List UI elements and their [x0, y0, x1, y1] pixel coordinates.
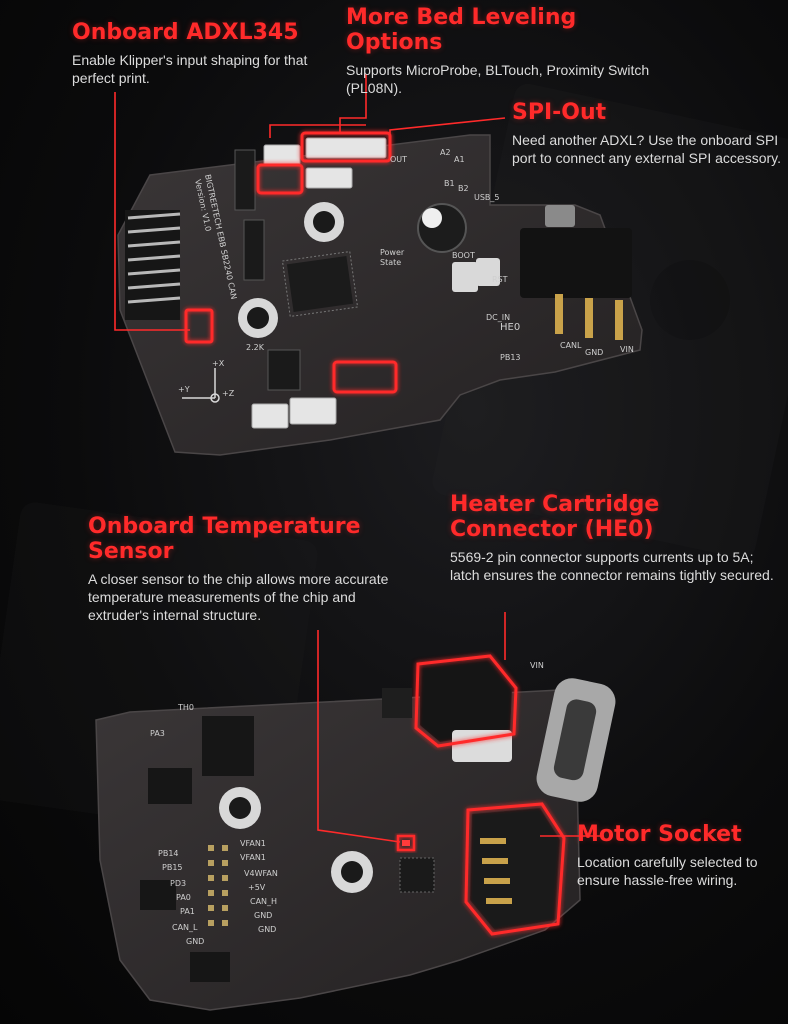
silk-label: A2: [440, 148, 451, 157]
callout-heater-connector: Heater Cartridge Connector (HE0) 5569-2 …: [450, 492, 780, 584]
silk-label: HE0: [500, 322, 520, 333]
callout-title: Onboard Temperature Sensor: [88, 514, 361, 564]
driver-chip: [202, 716, 254, 776]
silk-label: VFAN1: [240, 853, 266, 862]
callout-description: Location carefully selected to ensure ha…: [577, 854, 758, 888]
callout-title: SPI-Out: [512, 100, 607, 125]
silk-label: GND: [258, 925, 276, 934]
highlight-adxl-chip: [184, 308, 214, 344]
capacitor: [417, 203, 467, 253]
controller-chip: [399, 857, 435, 893]
silk-label: +X: [212, 359, 225, 368]
mosfet: [382, 688, 412, 718]
silk-label: VIN: [530, 661, 544, 670]
callout-title: Heater Cartridge Connector (HE0): [450, 492, 660, 542]
callout-temperature-sensor: Onboard Temperature Sensor A closer sens…: [88, 514, 408, 624]
reset-button: [476, 258, 500, 286]
silk-label: V4WFAN: [244, 869, 278, 878]
silk-label: OUT: [390, 155, 407, 164]
callout-description: Supports MicroProbe, BLTouch, Proximity …: [346, 62, 650, 96]
highlight-motor-socket: [464, 802, 566, 936]
callout-motor-socket: Motor Socket Location carefully selected…: [577, 822, 785, 889]
silk-label: 2.2K: [246, 343, 265, 352]
silk-label: +Z: [222, 389, 235, 398]
silk-label: CAN_H: [250, 897, 277, 906]
silk-label: USB_5: [474, 193, 500, 202]
silk-label: PD3: [170, 879, 186, 888]
callout-adxl345: Onboard ADXL345 Enable Klipper's input s…: [72, 20, 322, 87]
leader-lines: [114, 74, 604, 843]
highlight-spi-connector: [332, 360, 398, 394]
silk-label: PA0: [176, 893, 191, 902]
silk-label: State: [380, 258, 401, 267]
silk-label: B1: [444, 179, 455, 188]
silk-label: PB14: [158, 849, 179, 858]
silk-label: TH0: [177, 703, 194, 712]
bottom-board: PB14 PB15 PD3 PA0 PA1 CAN_L GND VFAN1 VF…: [95, 654, 616, 1011]
top-board: BIGTREETECH EBB SB2240 CAN Version: V1.0…: [117, 131, 643, 456]
silk-label: A1: [454, 155, 465, 164]
callout-spi-out: SPI-Out Need another ADXL? Use the onboa…: [512, 100, 782, 167]
pin-header-left: [125, 210, 181, 320]
regulator-chip: [148, 768, 192, 804]
silk-label: GND: [254, 911, 272, 920]
silk-label: CAN_L: [172, 923, 198, 932]
boot-button: [452, 262, 478, 292]
heater-connector: [414, 654, 518, 762]
callout-title: More Bed Leveling Options: [346, 5, 577, 55]
transistor: [190, 952, 230, 982]
silk-label: CANL: [560, 341, 582, 350]
callout-title: Onboard ADXL345: [72, 20, 299, 45]
callout-description: 5569-2 pin connector supports currents u…: [450, 549, 774, 583]
silk-label: DC_IN: [486, 313, 510, 322]
mcu-chip: [281, 250, 359, 318]
silk-label: +Y: [178, 385, 190, 394]
callout-description: Enable Klipper's input shaping for that …: [72, 52, 308, 86]
callout-description: A closer sensor to the chip allows more …: [88, 571, 389, 623]
silk-label: B2: [458, 184, 469, 193]
callout-bed-leveling: More Bed Leveling Options Supports Micro…: [346, 5, 676, 97]
highlight-bed-leveling-connector: [300, 131, 392, 163]
transistor: [140, 880, 176, 910]
highlight-probe-connector: [256, 163, 304, 195]
silk-label: VFAN1: [240, 839, 266, 848]
silk-label: PB13: [500, 353, 521, 362]
silk-label: GND: [585, 348, 603, 357]
silk-label: +5V: [248, 883, 266, 892]
silk-label: PB15: [162, 863, 183, 872]
callout-title: Motor Socket: [577, 822, 742, 847]
silk-label: PA1: [180, 907, 195, 916]
silk-label: Power: [380, 248, 405, 257]
silk-label: VIN: [620, 345, 634, 354]
highlight-temp-sensor: [396, 834, 416, 852]
silk-label: RST: [492, 275, 508, 284]
silk-label: PA3: [150, 729, 165, 738]
silk-label: GND: [186, 937, 204, 946]
usb-port: [545, 205, 575, 227]
power-connector: [520, 228, 632, 340]
motor-socket: [464, 802, 566, 936]
highlight-heater-connector: [414, 654, 518, 748]
silk-label: BOOT: [452, 251, 475, 260]
axis-marking: [182, 368, 220, 403]
callout-description: Need another ADXL? Use the onboard SPI p…: [512, 132, 781, 166]
usb-c-port: [536, 678, 616, 802]
